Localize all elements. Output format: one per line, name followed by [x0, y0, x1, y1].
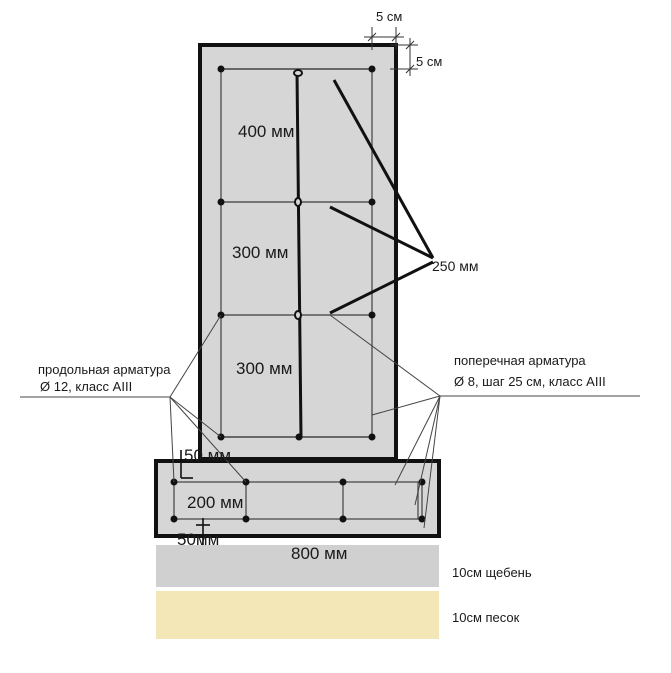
footing-50-bottom-label: 50мм	[177, 530, 219, 549]
cover-top-label: 5 см	[376, 9, 402, 24]
stirrup-250-label: 250 мм	[432, 258, 479, 274]
longitudinal-line1: продольная арматура	[38, 362, 171, 377]
footing-rebar-cage	[173, 481, 423, 520]
footing-dimension-arrows	[180, 450, 210, 545]
spacing-400-label: 400 мм	[238, 122, 294, 141]
gravel-label: 10см щебень	[452, 565, 532, 580]
sand-label: 10см песок	[452, 610, 520, 625]
footing-200-label: 200 мм	[187, 493, 243, 512]
spacing-300a-label: 300 мм	[232, 243, 288, 262]
wall-center-rebar	[295, 71, 303, 438]
footing-rebar-dots	[170, 478, 426, 523]
transverse-line1: поперечная арматура	[454, 353, 586, 368]
wall-rebar-dots	[217, 65, 376, 441]
longitudinal-leader-lines	[20, 314, 247, 483]
cover-side-label: 5 см	[416, 54, 442, 69]
transverse-leader-lines	[329, 314, 640, 529]
transverse-line2: Ø 8, шаг 25 см, класс AIII	[454, 374, 606, 389]
cover-dimension-marks	[364, 27, 418, 76]
footing-800-label: 800 мм	[291, 544, 347, 563]
spacing-300b-label: 300 мм	[236, 359, 292, 378]
footing-50-top-label: 50 мм	[184, 446, 231, 465]
gravel-layer	[156, 545, 439, 587]
stirrup-leader-lines	[329, 79, 435, 315]
wall-rebar-rings	[293, 69, 303, 320]
sand-layer	[156, 591, 439, 639]
longitudinal-line2: Ø 12, класс AIII	[40, 379, 132, 394]
